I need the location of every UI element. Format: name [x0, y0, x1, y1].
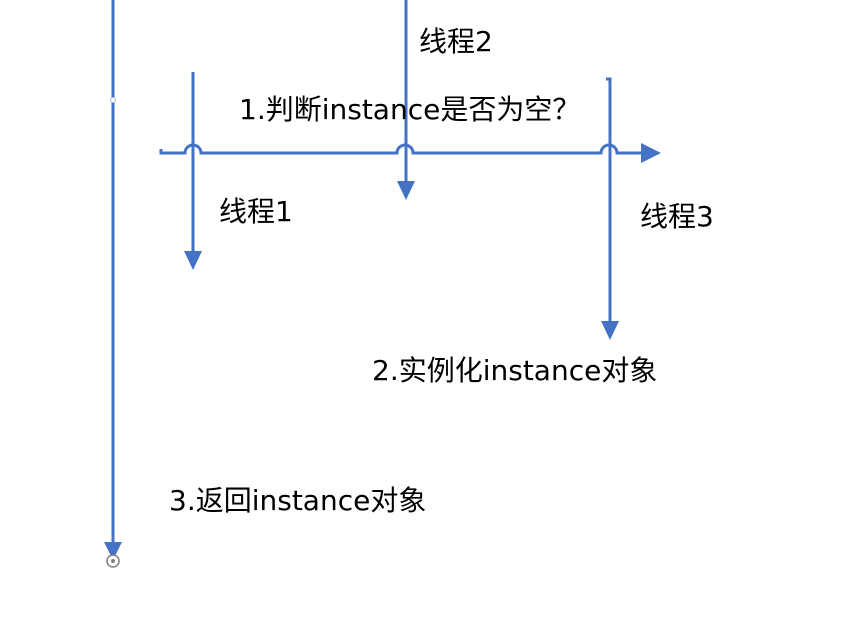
- thread3-arrow-line: [606, 77, 612, 322]
- thread2-arrowhead-icon: [397, 181, 415, 200]
- thread1-arrowhead-icon: [184, 251, 202, 270]
- timeline-connector-dot: [110, 97, 116, 103]
- step1-check-null-label: 1.判断instance是否为空？: [239, 93, 581, 126]
- horizontal-arrowhead-icon: [641, 143, 661, 163]
- main-timeline-arrowhead-icon: [104, 542, 122, 560]
- thread3-label: 线程3: [640, 200, 714, 233]
- thread3-arrowhead-icon: [601, 321, 619, 340]
- step3-return-label: 3.返回instance对象: [169, 484, 427, 517]
- horizontal-check-arrow-line: [159, 143, 641, 155]
- step2-instantiate-label: 2.实例化instance对象: [372, 354, 658, 387]
- timeline-end-point-icon: [106, 554, 120, 568]
- thread1-label: 线程1: [219, 195, 293, 228]
- thread2-label: 线程2: [419, 25, 493, 58]
